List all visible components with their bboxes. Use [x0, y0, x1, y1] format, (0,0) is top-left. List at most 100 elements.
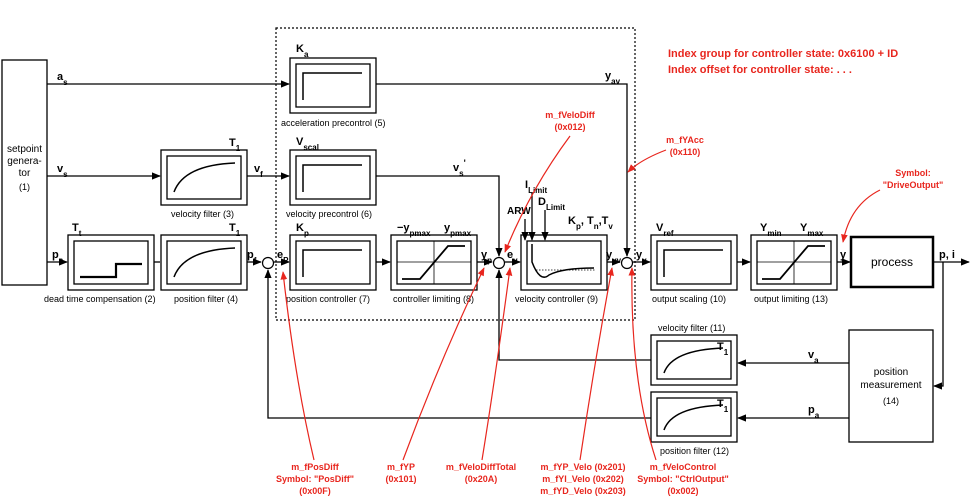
signal-vf: vf: [254, 163, 263, 179]
vel-precontrol-label: velocity precontrol (6): [286, 209, 372, 219]
pos-measurement-number: (14): [883, 396, 899, 406]
wire-velocity-feedback: [495, 269, 651, 361]
wire-feedback-to-measurement: [933, 262, 944, 390]
signal-as: as: [57, 71, 68, 87]
yacc-name: m_fYAcc: [666, 135, 704, 145]
process-block: process: [849, 235, 935, 289]
process-label: process: [871, 255, 913, 269]
vel-controller-params: Kp, Tn,Tv: [568, 215, 613, 231]
position-filter-4-block: T1 position filter (4): [160, 222, 248, 304]
i-limit-label: ILimit: [525, 179, 548, 195]
out-limiting-max-symbol: Ymax: [800, 222, 824, 238]
pos-filter-12-label: position filter (12): [660, 446, 729, 456]
pos-diff-symbol: Symbol: "PosDiff": [276, 474, 354, 484]
acc-precontrol-label: acceleration precontrol (5): [281, 118, 386, 128]
signal-ps: ps: [52, 249, 64, 265]
velo-part-d: m_fYD_Velo (0x203): [540, 486, 626, 496]
out-scaling-label: output scaling (10): [652, 294, 726, 304]
out-limiting-label: output limiting (13): [754, 294, 828, 304]
setpoint-generator-line1: setpoint: [7, 144, 42, 155]
signal-ep: eP: [277, 249, 289, 265]
pos-controller-symbol: Kp: [296, 222, 309, 238]
vel-filter-11-label: velocity filter (11): [658, 323, 725, 333]
velocity-filter-3-block: T1 velocity filter (3): [160, 137, 248, 219]
out-limiting-min-symbol: Ymin: [760, 222, 782, 238]
position-controller-boundary: [275, 27, 636, 321]
wire-vs-prime: [376, 175, 503, 257]
setpoint-generator-line2: genera-: [7, 156, 41, 167]
signal-yav: yav: [605, 70, 621, 86]
velocity-precontrol-block: Vscal velocity precontrol (6): [286, 136, 377, 219]
vel-filter-11-symbol: T1: [717, 341, 729, 357]
index-offset-text: Index offset for controller state: . . .: [668, 64, 852, 76]
acceleration-precontrol-block: Ka acceleration precontrol (5): [281, 43, 386, 128]
out-scaling-symbol: Vref: [656, 222, 674, 238]
pos-filter-4-label: position filter (4): [174, 294, 238, 304]
velo-part-i: m_fYI_Velo (0x202): [542, 474, 624, 484]
fyp-index: (0x101): [385, 474, 416, 484]
output-scaling-block: Vref output scaling (10): [650, 222, 738, 304]
index-group-text: Index group for controller state: 0x6100…: [668, 48, 898, 60]
setpoint-generator-number: (1): [19, 182, 30, 192]
velo-diff-index: (0x012): [554, 122, 585, 132]
signal-y: y: [840, 249, 847, 261]
controller-limiting-block: −ypmax ypmax controller limiting (8): [390, 222, 478, 304]
velo-control-index: (0x002): [667, 486, 698, 496]
velo-diff-name: m_fVeloDiff: [545, 110, 596, 120]
d-limit-label: DLimit: [538, 196, 565, 212]
arw-label: ARW: [507, 206, 531, 217]
pos-diff-index: (0x00F): [299, 486, 331, 496]
velocity-filter-11-block: T1 velocity filter (11): [650, 323, 738, 386]
annotation-velo-control: m_fVeloControl Symbol: "CtrlOutput" (0x0…: [628, 267, 729, 496]
pos-measurement-line2: measurement: [860, 380, 921, 391]
dead-time-label: dead time compensation (2): [44, 294, 156, 304]
signal-yv: yv: [636, 249, 647, 265]
velo-part-p: m_fYP_Velo (0x201): [540, 462, 625, 472]
signal-yp: yp: [481, 249, 492, 265]
yacc-index: (0x110): [670, 147, 701, 157]
setpoint-generator-line3: tor: [19, 168, 31, 179]
velo-control-symbol: Symbol: "CtrlOutput": [637, 474, 729, 484]
fyp-name: m_fYP: [387, 462, 415, 472]
ctrl-limiting-min-symbol: −ypmax: [397, 222, 431, 238]
annotation-velo-diff-total: m_fVeloDiffTotal (0x20A): [446, 267, 516, 484]
signal-pa: pa: [808, 404, 820, 420]
annotation-velo-diff: m_fVeloDiff (0x012): [504, 110, 596, 253]
output-limiting-block: Ymin Ymax output limiting (13): [750, 222, 838, 304]
signal-yvv: yvv: [606, 249, 622, 265]
annotation-pos-diff: m_fPosDiff Symbol: "PosDiff" (0x00F): [276, 271, 354, 496]
setpoint-generator-block: setpoint genera- tor (1): [1, 59, 48, 286]
annotation-yacc: m_fYAcc (0x110): [627, 135, 704, 173]
pos-filter-12-symbol: T1: [717, 398, 729, 414]
velo-diff-total-index: (0x20A): [465, 474, 498, 484]
position-controller-block: Kp position controller (7): [286, 222, 377, 304]
signal-vs: vs: [57, 163, 68, 179]
signal-vs-prime: vs': [453, 158, 466, 178]
signal-pf: pf: [247, 249, 257, 265]
ctrl-limiting-label: controller limiting (8): [393, 294, 474, 304]
annotation-fyp: m_fYP (0x101): [385, 267, 485, 484]
signal-ev: ev: [507, 249, 518, 265]
position-filter-12-block: T1 position filter (12): [650, 391, 738, 456]
pos-controller-label: position controller (7): [286, 294, 370, 304]
ctrl-limiting-max-symbol: ypmax: [444, 222, 472, 238]
dead-time-block: Tt dead time compensation (2): [44, 222, 156, 304]
pos-diff-name: m_fPosDiff: [291, 462, 340, 472]
velo-diff-total-name: m_fVeloDiffTotal: [446, 462, 516, 472]
velo-control-name: m_fVeloControl: [650, 462, 717, 472]
acc-precontrol-symbol: Ka: [296, 43, 309, 59]
signal-pi: p, i: [939, 249, 955, 261]
wire-yav: [376, 83, 631, 257]
velocity-summing-junction: [492, 256, 506, 270]
annotation-velo-parts: m_fYP_Velo (0x201) m_fYI_Velo (0x202) m_…: [540, 267, 626, 496]
position-measurement-block: position measurement (14): [848, 329, 934, 443]
vel-filter-3-symbol: T1: [229, 137, 241, 153]
pos-measurement-line1: position: [874, 367, 908, 378]
velocity-controller-block: Kp, Tn,Tv ARW ILimit DLimit velocity con…: [507, 179, 613, 304]
drive-output-label: Symbol:: [895, 168, 931, 178]
position-summing-junction: [261, 256, 275, 270]
annotation-drive-output: Symbol: "DriveOutput": [841, 168, 943, 243]
pos-filter-4-symbol: T1: [229, 222, 241, 238]
wire-position-feedback: [264, 269, 651, 419]
